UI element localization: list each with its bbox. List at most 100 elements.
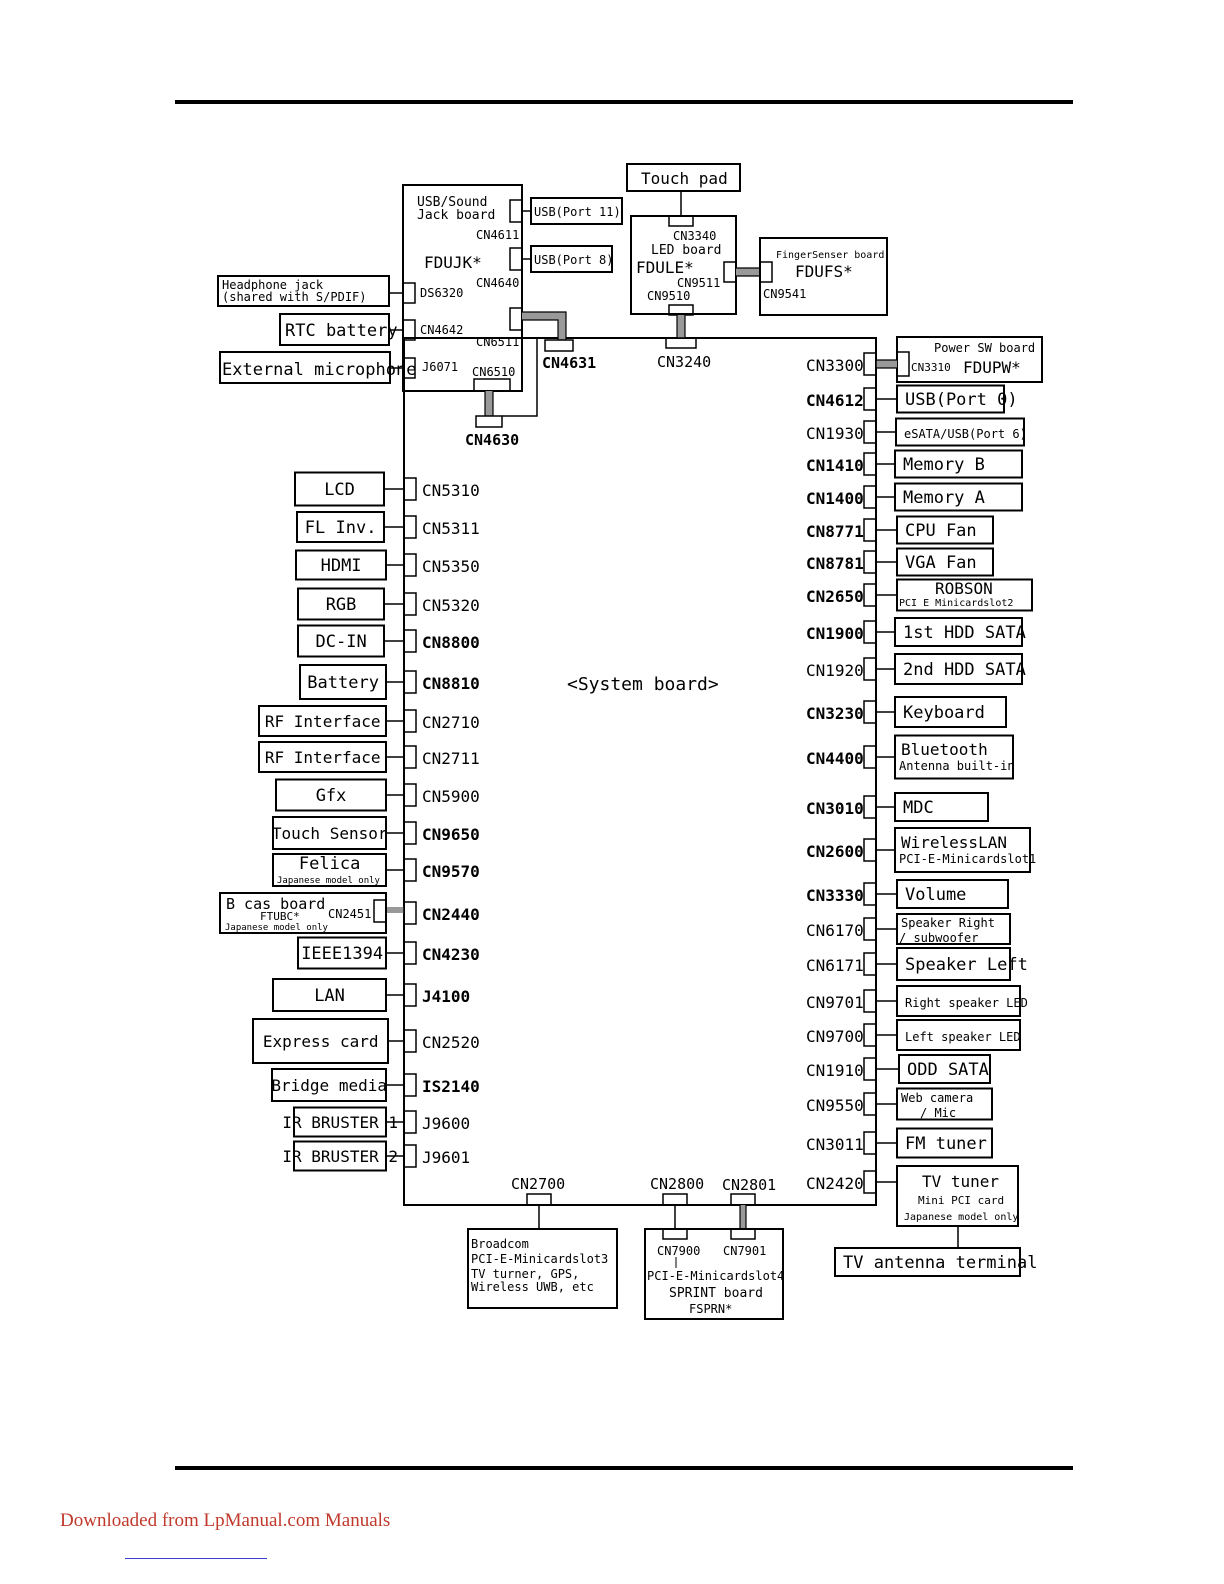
device-box-speaker-left [896,947,1011,981]
connector-label-is2140: IS2140 [422,1077,480,1096]
device-label: LCD [324,480,355,500]
device-label: Felica [299,854,360,874]
device-box-1st-hdd-sata [894,617,1023,647]
device-label: IEEE1394 [301,944,383,964]
device-label: LAN [314,986,345,1006]
connector-label-cn2600: CN2600 [806,842,864,861]
sprint-line-3: FSPRN* [689,1302,732,1316]
connector-label-cn5320: CN5320 [422,596,480,615]
usb-board-title: USB/Sound [417,195,487,210]
device-note: PCI-E-Minicardslot1 [899,852,1036,866]
connector-label-cn4612: CN4612 [806,391,864,410]
tv-antenna-label: TV antenna terminal [843,1253,1037,1273]
connector-cn9650 [403,821,417,845]
device-label: USB(Port 0) [905,390,1018,410]
connector-label-cn9650: CN9650 [422,825,480,844]
connector-label-cn9701: CN9701 [806,993,864,1012]
cn3340-label: CN3340 [673,229,716,243]
device-box-mdc [894,792,989,822]
cn9510-label: CN9510 [647,289,690,303]
device-label: Express card [263,1032,379,1051]
headphone-label-1: Headphone jack [222,278,324,292]
cn4642-label: CN4642 [420,323,463,337]
connector-cn8810 [403,670,417,694]
connector-cn2711 [403,745,417,769]
connector-is2140 [403,1073,417,1097]
system-board-label: <System board> [567,674,719,695]
footer-download-link[interactable]: Downloaded from LpManual.com Manuals [60,1510,391,1531]
device-note: Mini PCI card [918,1194,1004,1207]
cn6510-label: CN6510 [472,365,515,379]
connector-label-cn3330: CN3330 [806,886,864,905]
device-label: HDMI [321,556,362,576]
device-note: Japanese model only [225,923,329,933]
connector-label-cn2711: CN2711 [422,749,480,768]
cn2801-label: CN2801 [722,1176,776,1194]
connector-cn3011 [863,1131,877,1155]
connector-label-j9601: J9601 [422,1148,470,1167]
device-code: FTUBC* [260,910,300,923]
system-board [403,337,877,1206]
device-label: WirelessLAN [901,833,1007,852]
connector-label-cn1410: CN1410 [806,456,864,475]
left-row-cn5311: FL Inv.CN5311 [296,511,480,543]
connector-cn4400 [863,745,877,769]
device-label: Bridge media [271,1076,387,1095]
device-box-robson [896,578,1033,612]
footer-rule [175,1466,1073,1470]
device-box-cpu-fan [896,515,994,545]
device-box-memory-a [894,482,1023,512]
cn4631-label: CN4631 [542,354,596,372]
connector-label-cn3230: CN3230 [806,704,864,723]
connector-label-cn6171: CN6171 [806,956,864,975]
device-label: eSATA/USB(Port 6) [904,427,1027,441]
connector-j9600 [403,1110,417,1134]
sprint-line-2: SPRINT board [669,1286,763,1301]
device-box-speaker-right [896,913,1011,945]
connector-cn1410 [863,452,877,476]
device-label: Speaker Right [901,916,995,930]
connector-cn9700 [863,1023,877,1047]
device-label: B cas board [226,895,325,913]
inner-connector-label: CN2451 [328,907,371,921]
usb-port11-label: USB(Port 11) [534,205,621,219]
cn7901-label: CN7901 [723,1244,766,1258]
device-note: / subwoofer [899,931,978,945]
device-label: 2nd HDD SATA [903,660,1026,680]
usb-port8-box [530,245,613,273]
device-label: Gfx [316,786,347,806]
rtc-battery-box [279,313,390,346]
device-label: Touch Sensor [272,824,388,843]
device-label: 1st HDD SATA [903,623,1026,643]
cn4630-label: CN4630 [465,431,519,449]
connector-cn2520 [403,1029,417,1053]
external-mic-label: External microphone [222,360,416,380]
device-label: CPU Fan [905,521,977,541]
connector-cn9570 [403,858,417,882]
usb-port8-label: USB(Port 8) [534,253,613,267]
left-row-is2140: Bridge media IS2140 [271,1068,480,1102]
device-note: / Mic [920,1106,956,1120]
device-label: Bluetooth [901,740,988,759]
cn6511-label: CN6511 [476,335,519,349]
broadcom-line-2: PCI-E-Minicardslot3 [471,1252,608,1266]
connector-cn2600 [863,838,877,862]
headphone-jack-box [217,275,390,307]
connector-cn4230 [403,941,417,965]
connector-cn8800 [403,629,417,653]
connector-label-cn9570: CN9570 [422,862,480,881]
